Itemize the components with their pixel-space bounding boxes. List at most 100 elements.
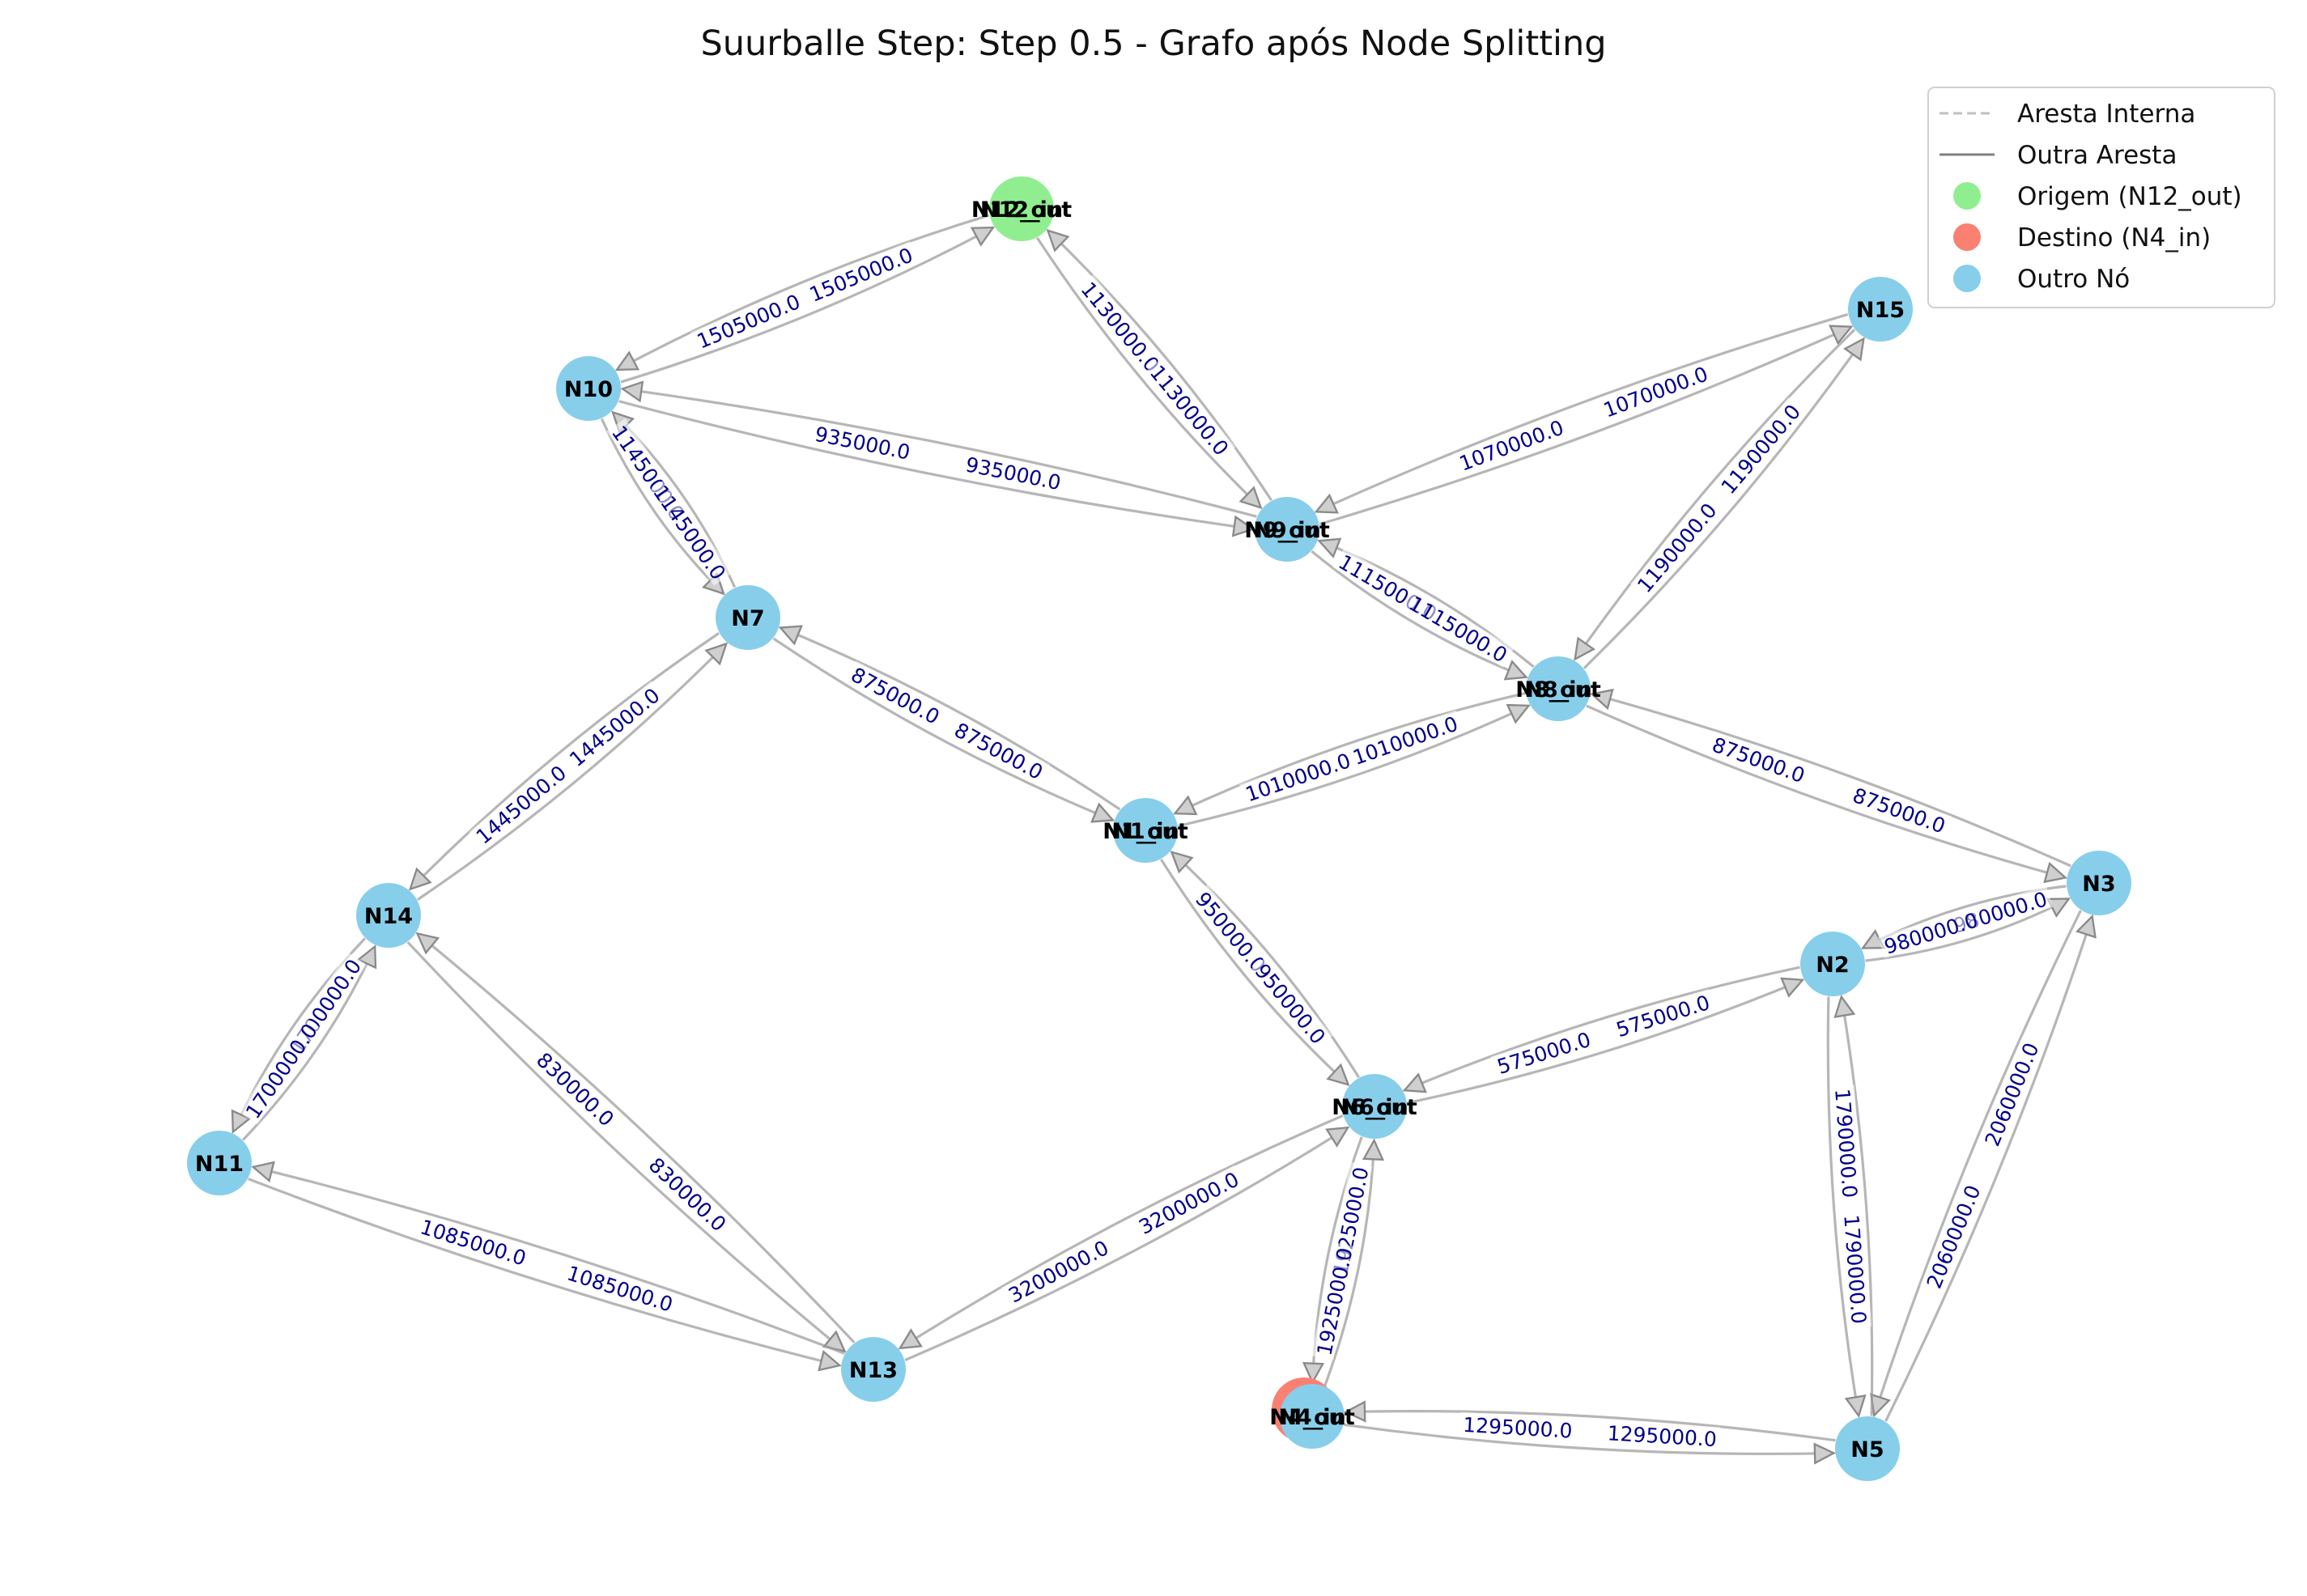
edge-label-N10-N9-b-bg — [960, 451, 1067, 495]
legend-label-other-edge: Outra Aresta — [2017, 141, 2177, 170]
edge-label-N11-N13-b-text: 1085000.0 — [564, 1261, 676, 1316]
node-N12-label-1: N12_out — [971, 197, 1072, 223]
node-N9-label-1: N9_out — [1244, 518, 1330, 543]
edge-label-N2-N6-b-bg — [1490, 1025, 1596, 1079]
edge-label-N14-N13-a: 830000.0 — [530, 1045, 622, 1132]
edge-label-N10-N9-a-bg — [809, 420, 916, 464]
edge-label-N2-N6-a: 575000.0 — [1609, 988, 1716, 1042]
edge-N8-N3-fwd — [1586, 704, 2068, 884]
edge-N8-N1-fwd — [1173, 691, 1526, 816]
node-N14-label-0: N14 — [364, 904, 413, 929]
edge-label-N8-N1-a-text: 1010000.0 — [1349, 712, 1460, 770]
edge-label-N11-N13-a: 1085000.0 — [414, 1213, 533, 1271]
edge-N8-N3-rev — [1589, 688, 2071, 868]
edge-label-N4-N5-a: 1295000.0 — [1459, 1411, 1577, 1443]
node-N9-circle — [1255, 497, 1319, 562]
edge-label-N1-N6-b-text: 950000.0 — [1250, 959, 1330, 1048]
node-N3-circle — [2067, 851, 2131, 915]
edge-label-N15-N8-b: 1190000.0 — [1629, 495, 1723, 599]
edge-N14-N13-fwd — [406, 941, 847, 1353]
node-N5: N5 — [1835, 1416, 1900, 1481]
node-N8-label-0: N8_in — [1524, 677, 1591, 702]
edge-N11-N13-fwd — [248, 1178, 842, 1372]
node-N14-circle — [356, 883, 421, 948]
edge-N3-N2-rev — [1865, 898, 2071, 962]
node-N3-label-0: N3 — [2082, 872, 2115, 897]
edge-N9-N8-fwd — [1311, 550, 1528, 681]
edge-label-N8-N3-a-bg — [1706, 731, 1812, 787]
edge-N7-N14-rev — [417, 642, 729, 901]
node-N15-label-0: N15 — [1856, 298, 1905, 323]
edge-N2-N6-rev — [1407, 977, 1805, 1105]
edge-N15-N8-fwd — [1574, 329, 1856, 661]
node-N15: N15 — [1848, 277, 1913, 342]
edge-label-N4-N5-a-text: 1295000.0 — [1463, 1413, 1574, 1443]
edge-label-N1-N6-a-bg — [1189, 884, 1273, 978]
edge-label-N15-N8-a-bg — [1714, 397, 1807, 500]
edge-N12-N9-fwd — [1036, 237, 1263, 510]
legend-frame — [1927, 87, 2275, 308]
legend-other-node-swatch — [1953, 265, 1981, 292]
node-N12-circle — [989, 176, 1054, 241]
nodes-layer: N12_inN12_outN10N15N9_inN9_outN7N8_inN8_… — [187, 176, 2131, 1481]
edge-N7-N1-rev — [778, 625, 1121, 811]
node-N1-label-1: N1_out — [1103, 819, 1188, 844]
edge-label-N3-N2-b-bg — [1878, 906, 1984, 959]
node-N13: N13 — [841, 1337, 906, 1402]
edge-N10-N9-rev — [620, 380, 1257, 518]
edge-label-N8-N3-a: 875000.0 — [1706, 731, 1812, 788]
edge-N10-N7-fwd — [600, 418, 725, 596]
edge-label-N9-N8-b-text: 1115000.0 — [1405, 592, 1511, 668]
node-N6-circle — [1342, 1074, 1407, 1139]
edge-label-N12-N9-b-text: 1130000.0 — [1145, 361, 1234, 461]
edge-label-N3-N5-b-bg — [1920, 1178, 1986, 1295]
edge-label-N1-N6-b: 950000.0 — [1249, 956, 1333, 1051]
edge-N2-N6-fwd — [1402, 966, 1800, 1093]
edge-label-N14-N13-b: 830000.0 — [643, 1150, 734, 1237]
edge-label-N12-N10-a-bg — [802, 240, 919, 307]
edge-label-N13-N6-a-bg — [1001, 1233, 1115, 1308]
edge-label-N7-N1-a: 875000.0 — [844, 660, 947, 730]
edge-N14-N11-rev — [242, 944, 377, 1141]
edge-N15-N9-rev — [1319, 325, 1854, 526]
edge-label-N7-N14-a-text: 1445000.0 — [565, 683, 665, 771]
node-N8-circle — [1526, 656, 1591, 721]
node-N11-circle — [187, 1131, 252, 1195]
edge-N2-N5-rev — [1833, 994, 1874, 1416]
node-N1-circle — [1113, 798, 1178, 863]
node-N3: N3 — [2067, 851, 2131, 915]
node-N10: N10 — [556, 356, 621, 421]
node-N11-label-0: N11 — [195, 1152, 244, 1177]
edge-label-N15-N8-a: 1190000.0 — [1714, 397, 1807, 500]
edge-label-N2-N6-b-text: 575000.0 — [1494, 1028, 1594, 1079]
edge-N3-N5-rev — [1884, 914, 2097, 1422]
edge-label-N7-N14-a: 1445000.0 — [562, 681, 666, 772]
edge-label-N1-N6-b-bg — [1249, 956, 1333, 1051]
node-N10-label-0: N10 — [564, 377, 613, 402]
node-N4-label-0: N4_in — [1278, 1405, 1345, 1430]
edge-label-N8-N3-a-text: 875000.0 — [1709, 733, 1808, 788]
edge-N3-N5-fwd — [1870, 910, 2082, 1418]
legend-label-destination: Destino (N4_in) — [2017, 223, 2211, 253]
edge-label-N11-N13-a-bg — [414, 1213, 533, 1270]
edge-label-N11-N13-b-bg — [561, 1259, 679, 1317]
node-N15-circle — [1848, 277, 1913, 342]
edge-N13-N6-fwd — [904, 1126, 1350, 1361]
edge-label-N6-N4-b-bg — [1311, 1242, 1357, 1360]
edge-label-N10-N7-b-text: 1145000.0 — [648, 481, 730, 584]
edge-label-N12-N9-a-bg — [1075, 274, 1167, 379]
edge-label-N15-N8-a-text: 1190000.0 — [1717, 400, 1806, 499]
legend-label-internal-edge: Aresta Interna — [2017, 100, 2195, 129]
edge-label-N14-N11-b: 1700000.0 — [238, 1016, 323, 1125]
node-N12-label-0: N12_in — [980, 197, 1063, 223]
edge-label-N13-N6-b-text: 3200000.0 — [1135, 1168, 1243, 1240]
edge-label-N8-N1-b-bg — [1238, 746, 1357, 806]
edge-label-N4-N5-b-bg — [1604, 1420, 1721, 1450]
edge-label-N14-N13-b-bg — [643, 1150, 734, 1237]
legend: Aresta Interna Outra Aresta Origem (N12_… — [1927, 87, 2275, 308]
